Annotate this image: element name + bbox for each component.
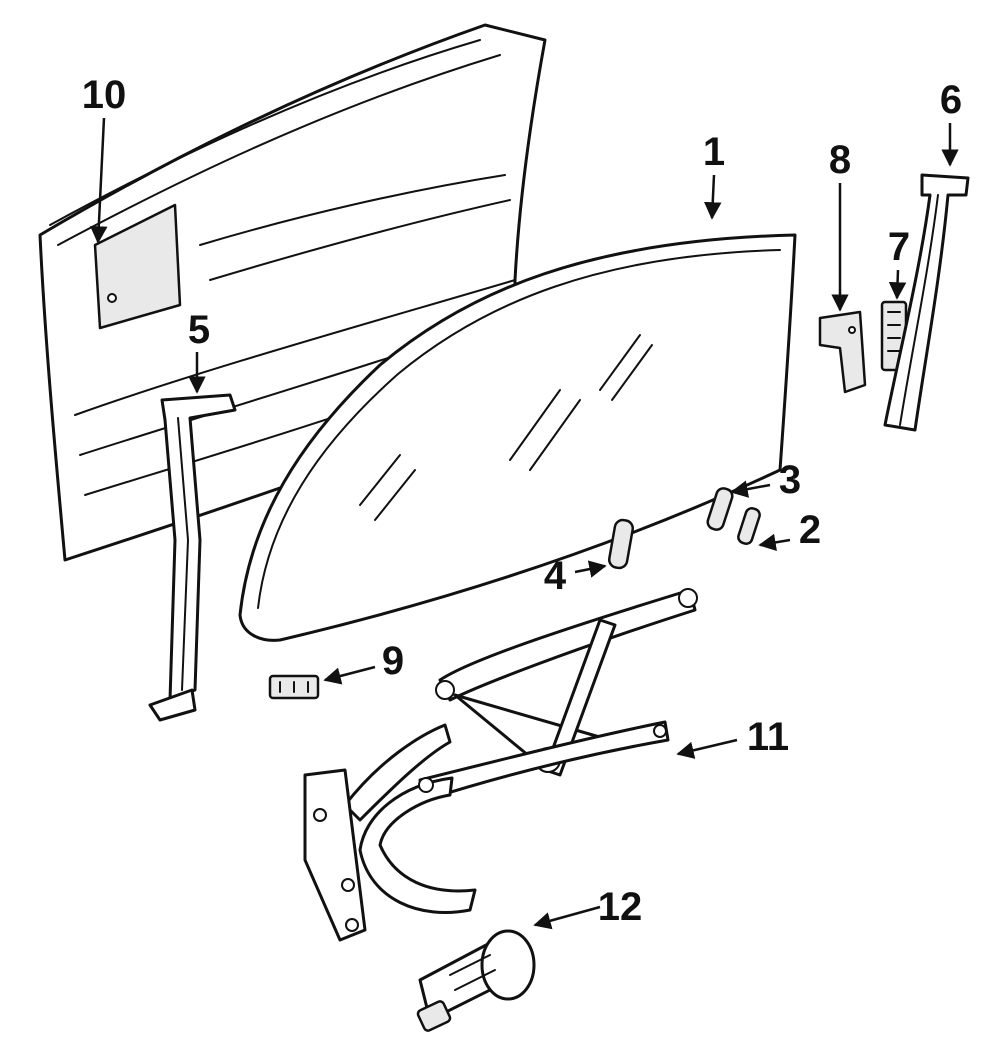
- part-9-bumper: [268, 674, 320, 700]
- leader-9: [323, 665, 376, 685]
- part-5-run-channel: [148, 393, 237, 722]
- leader-lines: [90, 117, 959, 930]
- callout-6: 6: [940, 78, 962, 122]
- callout-labels: 1 2 3 4 5 6 7 8 9 10 11 12: [82, 73, 962, 929]
- part-1-door-glass: [238, 233, 797, 642]
- callout-3: 3: [779, 458, 801, 502]
- callout-10: 10: [82, 73, 127, 117]
- part-6-rear-channel: [883, 173, 970, 432]
- callout-7: 7: [888, 225, 910, 269]
- callout-11: 11: [747, 715, 789, 759]
- leader-3: [730, 480, 771, 498]
- part-12-motor: [416, 929, 536, 1032]
- leader-4: [574, 560, 607, 578]
- part-8-bracket: [818, 310, 867, 394]
- callout-9: 9: [382, 639, 404, 683]
- leader-12: [533, 905, 601, 930]
- leader-7: [888, 269, 907, 300]
- callout-12: 12: [598, 885, 643, 929]
- leader-10: [90, 117, 108, 244]
- leader-11: [676, 738, 738, 759]
- callout-4: 4: [544, 554, 567, 598]
- part-2-clip: [737, 507, 761, 545]
- callout-2: 2: [799, 508, 821, 552]
- callout-5: 5: [188, 308, 210, 352]
- leader-2: [758, 533, 791, 552]
- part-4-clip: [607, 518, 635, 570]
- part-11-regulator: [303, 588, 698, 942]
- callout-1: 1: [703, 130, 725, 174]
- part-3-clip: [706, 487, 734, 531]
- leader-1: [703, 174, 722, 220]
- part-10-patch: [93, 203, 182, 330]
- callout-8: 8: [829, 138, 851, 182]
